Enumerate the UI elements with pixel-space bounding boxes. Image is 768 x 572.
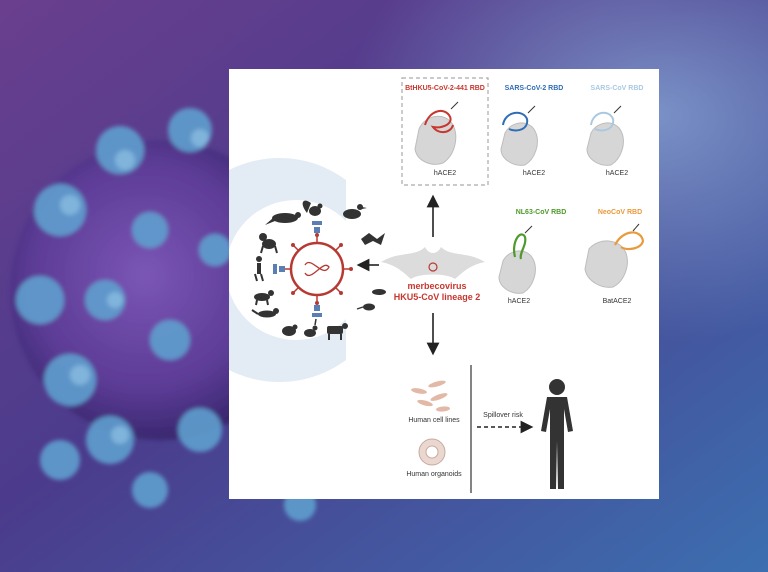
label-nl63: NL63-CoV RBD — [515, 209, 567, 216]
structure-sars — [586, 105, 624, 166]
virus-name-line2: HKU5-CoV lineage 2 — [393, 292, 481, 302]
label-neocov: NeoCoV RBD — [597, 209, 643, 216]
monkey-icon — [259, 233, 278, 254]
receptor-icon — [273, 221, 322, 317]
label-batkhu5: BtHKU5-CoV-2-441 RBD — [405, 85, 485, 92]
receptor-neocov: BatACE2 — [602, 298, 632, 305]
structure-neocov — [584, 223, 645, 288]
cell-line-icon — [411, 380, 450, 412]
mouse-icon — [356, 303, 375, 311]
ferret-icon — [271, 289, 386, 296]
receptor-nl63: hACE2 — [507, 298, 531, 305]
host-ring — [229, 158, 346, 382]
dog-icon — [254, 290, 274, 306]
label-organoids: Human organoids — [406, 471, 462, 478]
figure-canvas — [229, 77, 645, 493]
structure-nl63 — [498, 225, 536, 294]
bat-icon — [381, 247, 485, 279]
label-sars2: SARS-CoV-2 RBD — [504, 85, 564, 92]
cow-icon — [327, 323, 348, 340]
cat-icon — [251, 308, 279, 318]
human-silhouette-icon — [541, 379, 573, 489]
structure-sars2 — [500, 105, 538, 166]
structure-batkhu5 — [414, 101, 459, 165]
figure-panel: BtHKU5-CoV-2-441 RBD SARS-CoV-2 RBD SARS… — [229, 69, 659, 499]
rabbit-icon — [304, 318, 318, 337]
receptor-sars: hACE2 — [605, 170, 629, 177]
organoid-icon — [418, 438, 446, 466]
receptor-batkhu5: hACE2 — [433, 170, 457, 177]
duck-icon — [343, 204, 367, 219]
label-cell-lines: Human cell lines — [408, 417, 460, 424]
sheep-icon — [282, 324, 298, 336]
arrows — [356, 194, 440, 356]
virus-icon — [281, 233, 353, 305]
squirrel-icon — [302, 200, 323, 216]
highlight-box — [401, 77, 489, 186]
pangolin-icon — [265, 212, 301, 225]
label-sars: SARS-CoV RBD — [590, 85, 644, 92]
receptor-sars2: hACE2 — [522, 170, 546, 177]
human-icon — [254, 256, 264, 282]
virus-name-line1: merbecovirus — [407, 281, 467, 291]
label-spillover-risk: Spillover risk — [483, 412, 523, 419]
bat-small-icon — [361, 233, 385, 245]
